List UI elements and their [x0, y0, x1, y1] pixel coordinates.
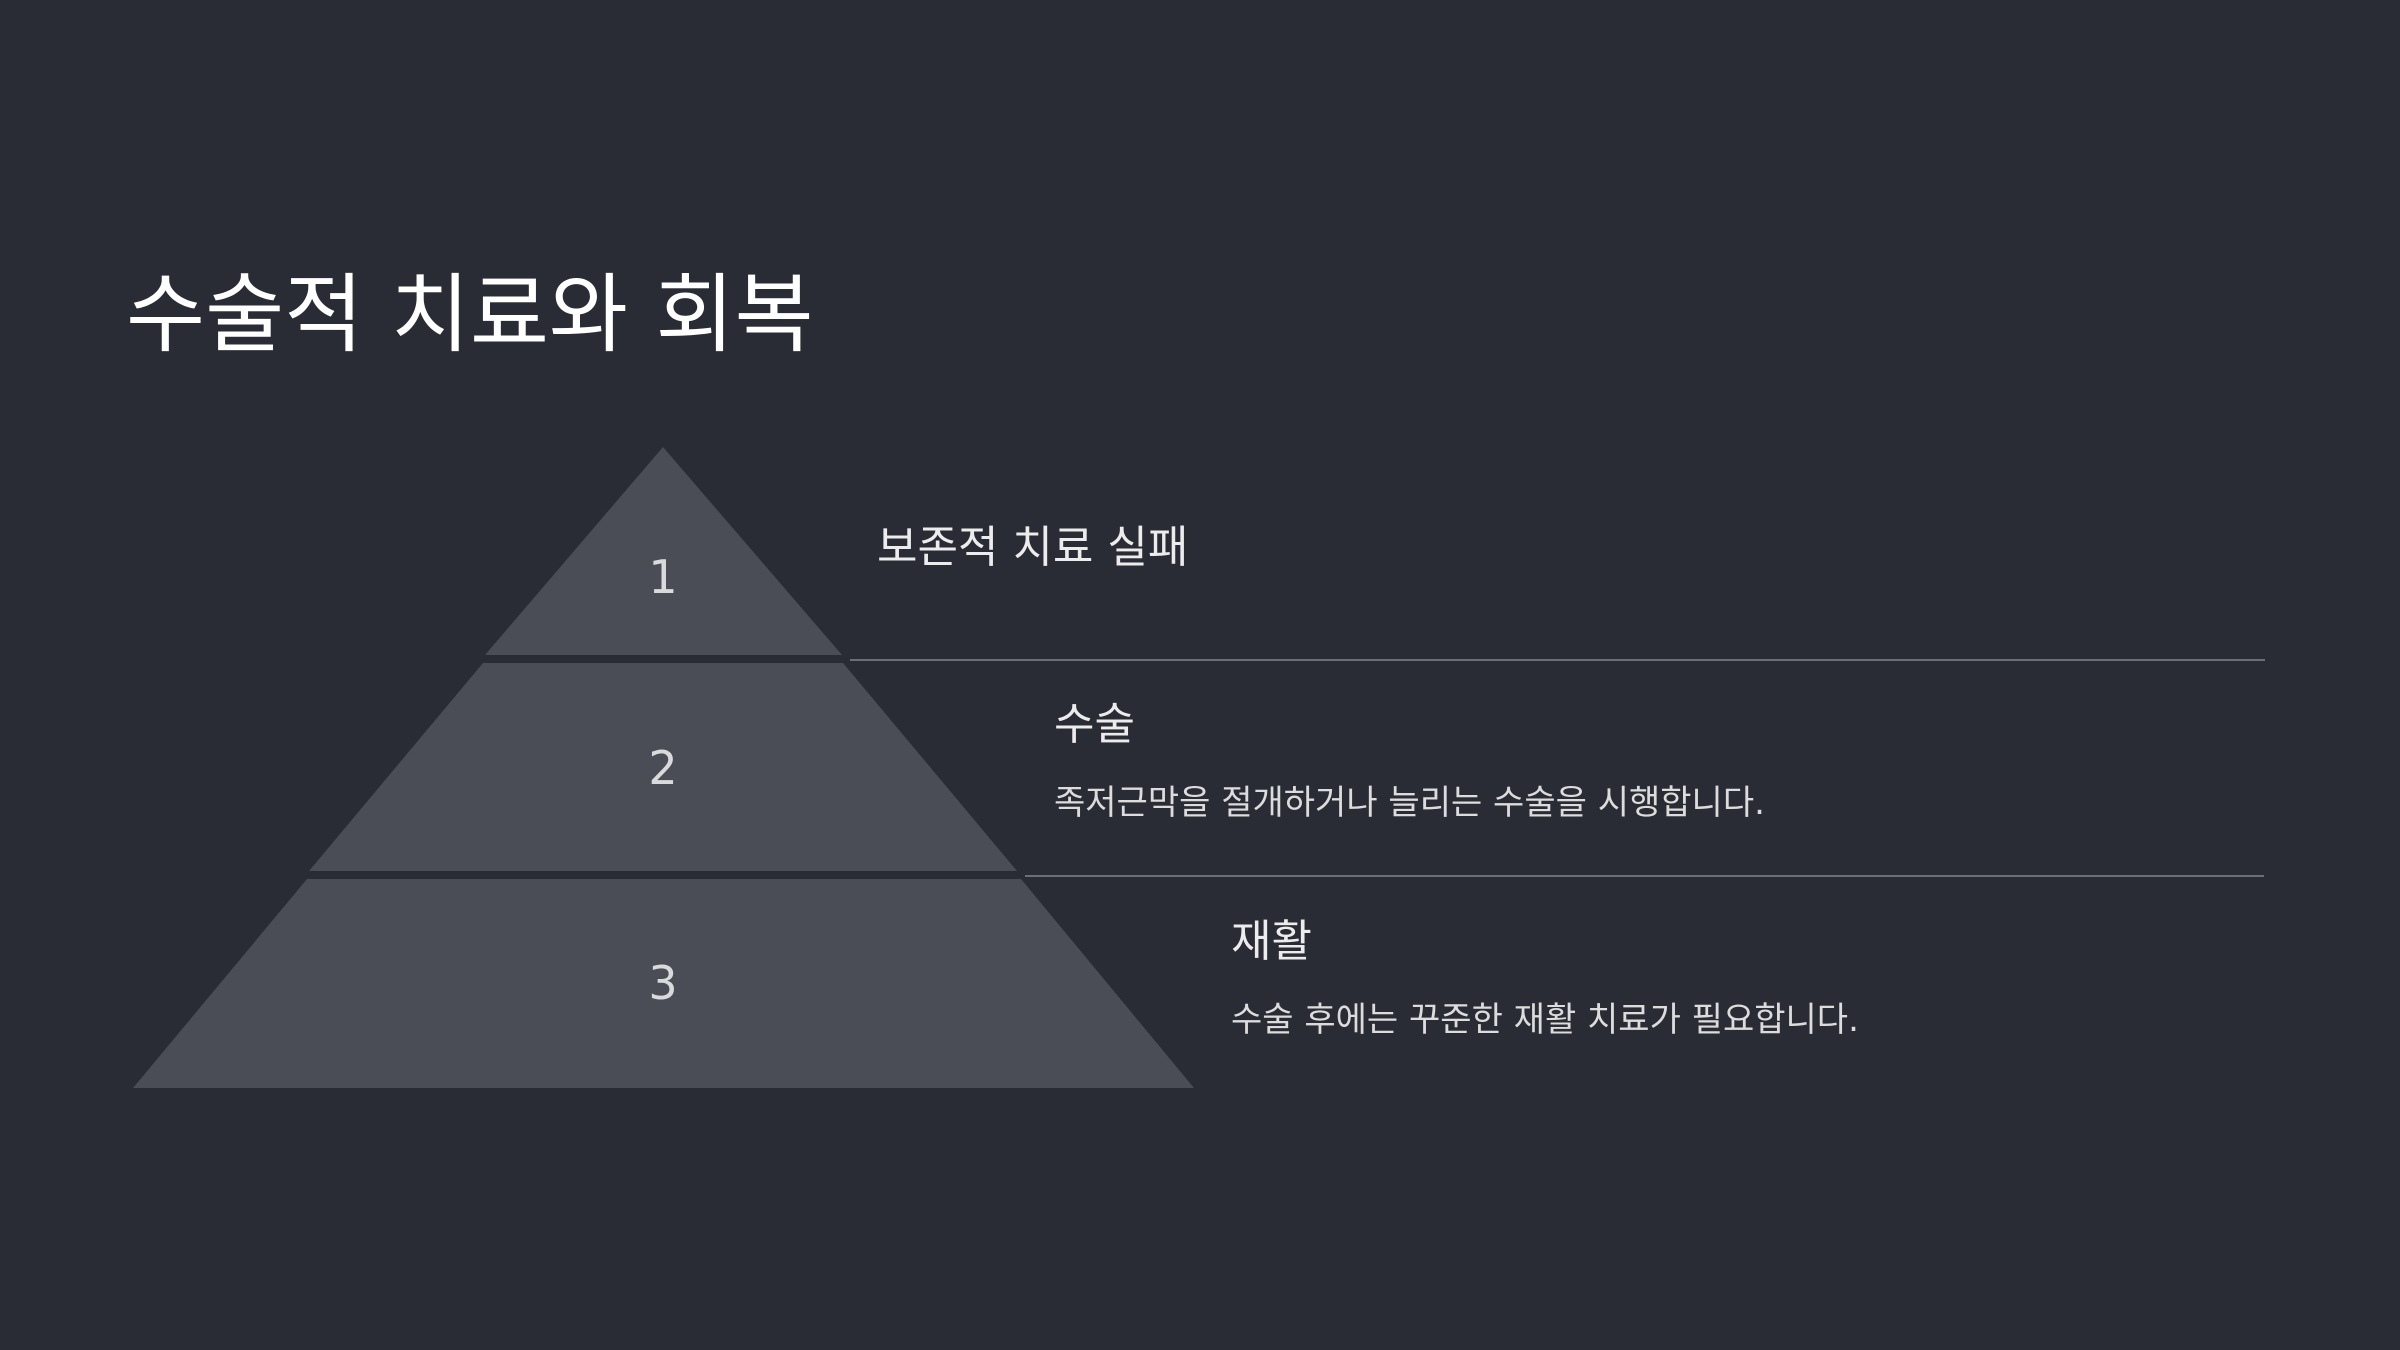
level-description-2: 족저근막을 절개하거나 늘리는 수술을 시행합니다.: [1054, 783, 1765, 823]
page-title: 수술적 치료와 회복: [126, 265, 814, 365]
pyramid-tier-3: [133, 879, 1194, 1088]
level-description-3: 수술 후에는 꾸준한 재활 치료가 필요합니다.: [1231, 1000, 1859, 1040]
level-label-1: 보존적 치료 실패: [877, 522, 1189, 573]
level-number-3: 3: [648, 956, 677, 1010]
level-label-2: 수술: [1054, 699, 1135, 750]
level-label-3: 재활: [1231, 916, 1312, 967]
pyramid-tier-1: [485, 447, 842, 655]
level-number-1: 1: [648, 550, 677, 604]
level-number-2: 2: [648, 741, 677, 795]
pyramid-tier-2: [309, 663, 1017, 871]
